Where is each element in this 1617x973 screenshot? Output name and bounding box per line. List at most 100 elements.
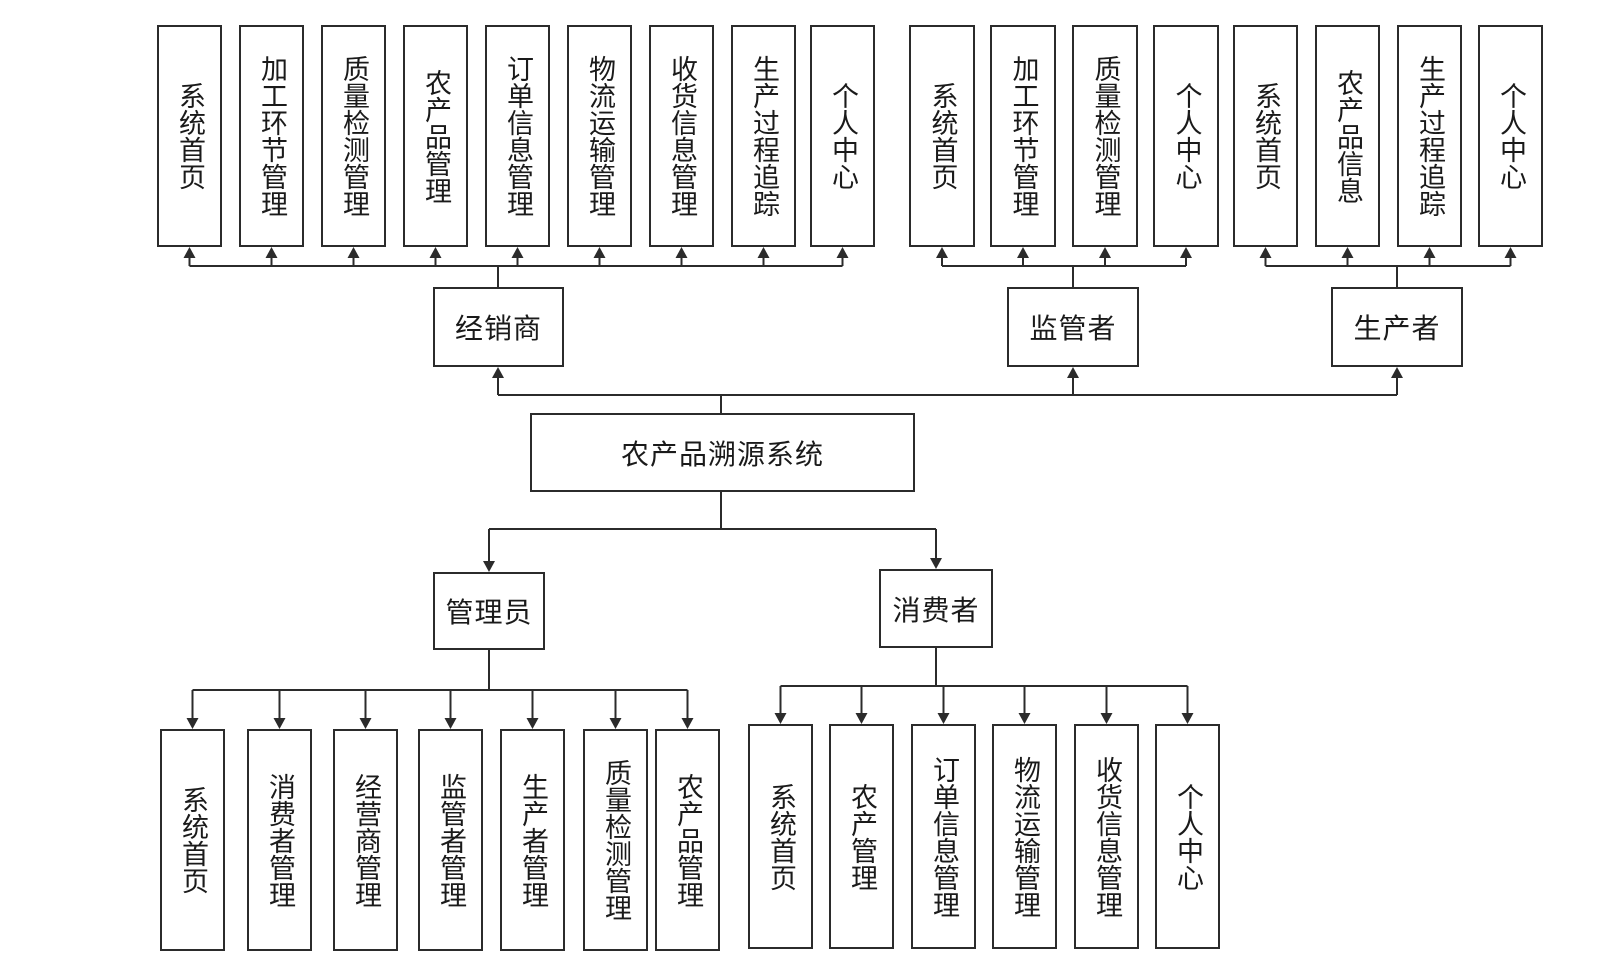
role-node-dealer: 经销商 bbox=[433, 287, 564, 367]
arrow-up-icon bbox=[1341, 247, 1354, 258]
arrow-up-icon bbox=[511, 247, 524, 258]
arrow-down-icon bbox=[937, 713, 950, 724]
arrow-up-icon bbox=[757, 247, 770, 258]
module-node-admin-1: 消费者管理 bbox=[247, 729, 312, 951]
module-node-dealer-8: 个人中心 bbox=[810, 25, 875, 247]
module-node-admin-4: 生产者管理 bbox=[500, 729, 565, 951]
module-label: 农产品管理 bbox=[672, 772, 703, 908]
module-node-dealer-0: 系统首页 bbox=[157, 25, 222, 247]
module-label: 农产管理 bbox=[846, 782, 877, 891]
module-node-consumer-3: 物流运输管理 bbox=[992, 724, 1057, 949]
arrow-down-icon bbox=[609, 718, 622, 729]
module-label: 农产品管理 bbox=[420, 68, 451, 204]
module-label: 收货信息管理 bbox=[1091, 755, 1122, 918]
module-node-dealer-4: 订单信息管理 bbox=[485, 25, 550, 247]
role-label: 消费者 bbox=[892, 593, 980, 627]
arrow-down-icon bbox=[483, 561, 495, 572]
module-node-producer-1: 农产品信息 bbox=[1315, 25, 1380, 247]
module-node-dealer-7: 生产过程追踪 bbox=[731, 25, 796, 247]
module-node-regulator-2: 质量检测管理 bbox=[1072, 25, 1138, 247]
role-node-admin: 管理员 bbox=[433, 572, 545, 650]
arrow-down-icon bbox=[855, 713, 868, 724]
module-node-regulator-0: 系统首页 bbox=[909, 25, 975, 247]
module-label: 个人中心 bbox=[827, 82, 858, 190]
module-label: 生产者管理 bbox=[517, 772, 548, 908]
module-label: 加工环节管理 bbox=[256, 55, 287, 217]
role-label: 管理员 bbox=[445, 596, 533, 629]
module-node-consumer-0: 系统首页 bbox=[748, 724, 813, 949]
arrow-up-icon bbox=[429, 247, 442, 258]
arrow-up-icon bbox=[593, 247, 606, 258]
module-node-regulator-3: 个人中心 bbox=[1153, 25, 1219, 247]
module-label: 系统首页 bbox=[1250, 82, 1281, 190]
arrow-down-icon bbox=[1181, 713, 1194, 724]
module-label: 生产过程追踪 bbox=[748, 55, 779, 217]
module-label: 系统首页 bbox=[765, 782, 796, 891]
arrow-down-icon bbox=[273, 718, 286, 729]
arrow-up-icon bbox=[1504, 247, 1517, 258]
module-label: 系统首页 bbox=[177, 786, 208, 894]
root-label: 农产品溯源系统 bbox=[620, 437, 824, 471]
arrow-down-icon bbox=[930, 558, 942, 569]
module-label: 质量检测管理 bbox=[600, 759, 631, 921]
role-node-regulator: 监管者 bbox=[1007, 287, 1139, 367]
arrow-down-icon bbox=[681, 718, 694, 729]
module-label: 订单信息管理 bbox=[502, 55, 533, 217]
module-node-admin-5: 质量检测管理 bbox=[583, 729, 648, 951]
module-label: 个人中心 bbox=[1172, 782, 1203, 891]
module-node-regulator-1: 加工环节管理 bbox=[990, 25, 1056, 247]
arrow-up-icon bbox=[1423, 247, 1436, 258]
arrow-up-icon bbox=[1099, 247, 1111, 258]
module-label: 经营商管理 bbox=[350, 772, 381, 908]
role-node-consumer: 消费者 bbox=[879, 569, 993, 648]
module-node-admin-0: 系统首页 bbox=[160, 729, 225, 951]
role-label: 经销商 bbox=[454, 312, 542, 345]
role-label: 监管者 bbox=[1029, 312, 1117, 345]
module-label: 系统首页 bbox=[926, 82, 958, 190]
arrow-up-icon bbox=[1017, 247, 1029, 258]
module-label: 订单信息管理 bbox=[928, 755, 959, 918]
arrow-up-icon bbox=[347, 247, 360, 258]
module-label: 农产品信息 bbox=[1332, 68, 1363, 204]
arrow-down-icon bbox=[526, 718, 539, 729]
module-node-admin-2: 经营商管理 bbox=[333, 729, 398, 951]
module-label: 加工环节管理 bbox=[1007, 55, 1039, 217]
module-label: 生产过程追踪 bbox=[1414, 55, 1445, 217]
root-node-traceability-system: 农产品溯源系统 bbox=[530, 413, 915, 492]
arrow-up-icon bbox=[492, 367, 504, 378]
arrow-down-icon bbox=[359, 718, 372, 729]
module-node-dealer-6: 收货信息管理 bbox=[649, 25, 714, 247]
module-label: 物流运输管理 bbox=[584, 55, 615, 217]
arrow-up-icon bbox=[1067, 367, 1079, 378]
module-node-dealer-5: 物流运输管理 bbox=[567, 25, 632, 247]
arrow-up-icon bbox=[1259, 247, 1272, 258]
arrow-up-icon bbox=[1391, 367, 1403, 378]
module-node-consumer-5: 个人中心 bbox=[1155, 724, 1220, 949]
module-node-admin-3: 监管者管理 bbox=[418, 729, 483, 951]
module-label: 质量检测管理 bbox=[1089, 55, 1121, 217]
arrow-up-icon bbox=[936, 247, 948, 258]
module-node-consumer-1: 农产管理 bbox=[829, 724, 894, 949]
module-node-consumer-4: 收货信息管理 bbox=[1074, 724, 1139, 949]
arrow-down-icon bbox=[186, 718, 199, 729]
module-node-producer-2: 生产过程追踪 bbox=[1397, 25, 1462, 247]
module-node-admin-6: 农产品管理 bbox=[655, 729, 720, 951]
arrow-down-icon bbox=[444, 718, 457, 729]
arrow-down-icon bbox=[1018, 713, 1031, 724]
module-label: 物流运输管理 bbox=[1009, 755, 1040, 918]
module-node-producer-3: 个人中心 bbox=[1478, 25, 1543, 247]
arrow-down-icon bbox=[774, 713, 787, 724]
module-label: 监管者管理 bbox=[435, 772, 466, 908]
module-node-dealer-2: 质量检测管理 bbox=[321, 25, 386, 247]
arrow-up-icon bbox=[183, 247, 196, 258]
arrow-up-icon bbox=[675, 247, 688, 258]
module-node-dealer-1: 加工环节管理 bbox=[239, 25, 304, 247]
arrow-up-icon bbox=[836, 247, 849, 258]
module-node-consumer-2: 订单信息管理 bbox=[911, 724, 976, 949]
module-label: 系统首页 bbox=[174, 82, 205, 190]
arrow-up-icon bbox=[265, 247, 278, 258]
arrow-up-icon bbox=[1180, 247, 1192, 258]
module-label: 个人中心 bbox=[1170, 82, 1202, 190]
